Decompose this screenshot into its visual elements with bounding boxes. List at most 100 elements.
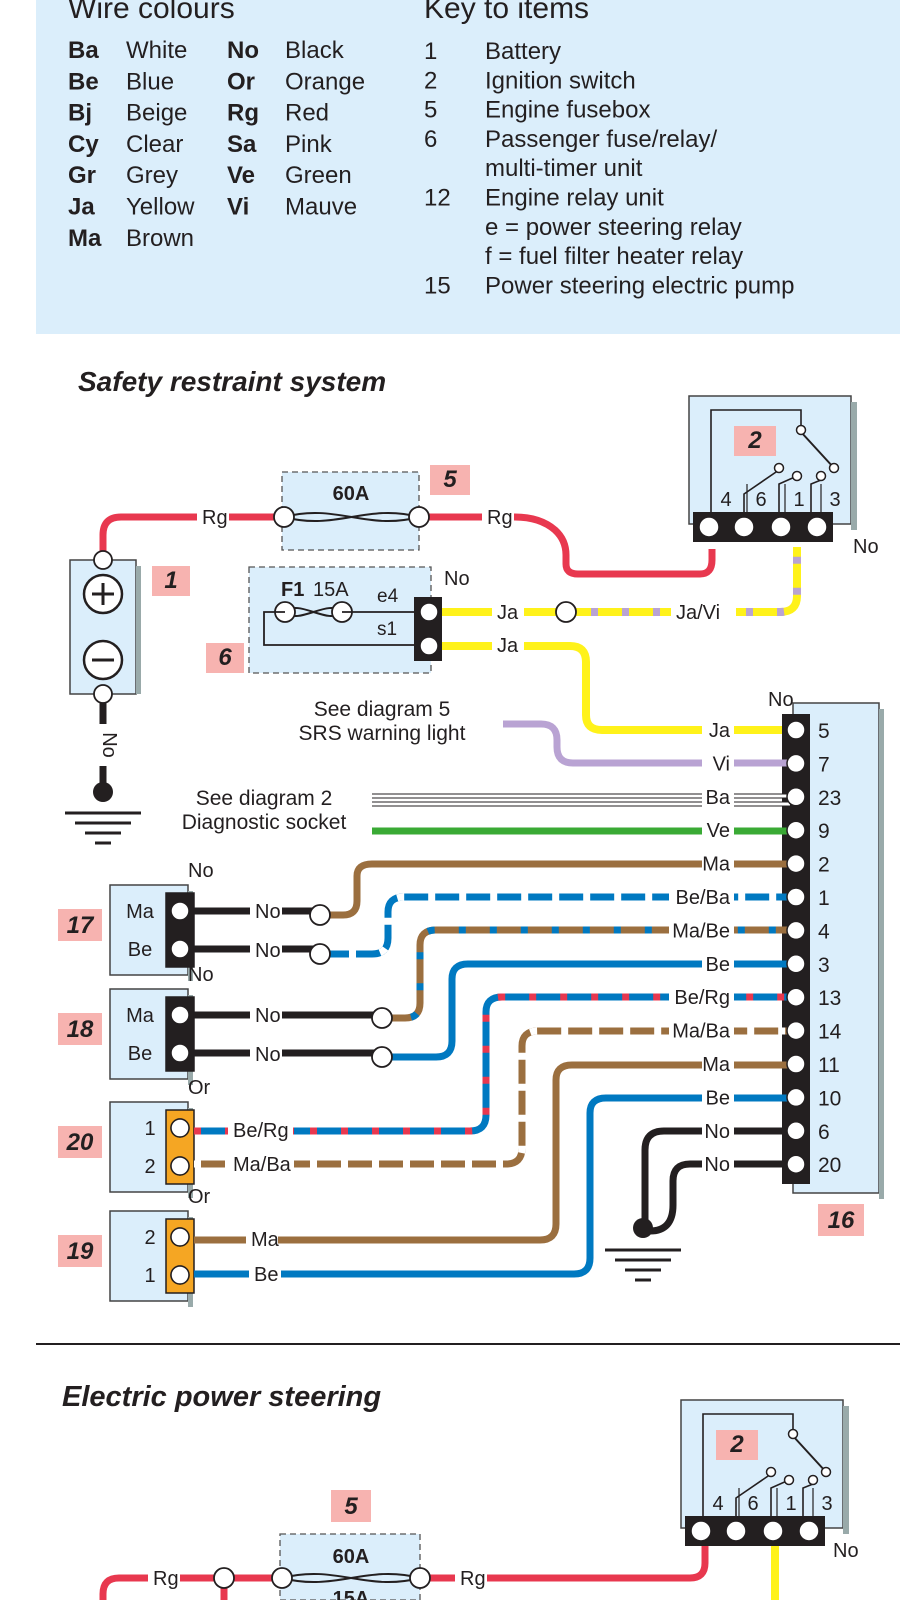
eps-label-2-bg — [716, 1430, 758, 1460]
ecu-terminal-23 — [786, 787, 806, 807]
ecu-terminal-14 — [786, 1020, 806, 1041]
wire-colour-code: Vi — [227, 194, 249, 221]
wire-colour-code: Gr — [68, 162, 96, 189]
ignition-switch-node — [828, 462, 840, 474]
ignition-switch-node — [815, 470, 827, 482]
eps-fuse-5-box — [279, 1533, 421, 1600]
wire-colour-name: Pink — [285, 131, 333, 158]
ecu-wire-label: Ma/Ba — [672, 1021, 731, 1043]
wire-18-be-label-bg — [250, 1044, 282, 1066]
wire-colour-code: Sa — [227, 131, 257, 158]
ecu-pin-23: 23 — [818, 787, 841, 810]
ecu-pin-6: 6 — [818, 1121, 830, 1144]
label-19-bg — [58, 1235, 102, 1267]
splice-17-be — [309, 943, 331, 965]
eps-ignition-switch-int-3 — [770, 1479, 790, 1520]
splice-18-be — [371, 1046, 393, 1068]
wire-19-be-label: Be — [254, 1264, 278, 1286]
eps-ignition-switch-terminal — [762, 1520, 784, 1542]
wire-colour-name: Black — [285, 37, 345, 64]
wire-18-ma-label-bg — [250, 1005, 282, 1027]
ecu-wire-label: Ma — [702, 854, 731, 876]
ignition-switch-int-1 — [710, 409, 802, 516]
vi-wire — [503, 720, 790, 767]
ecu-pin-4: 4 — [818, 920, 830, 943]
ecu-pin-11: 11 — [818, 1054, 840, 1077]
component-terminal — [170, 1005, 190, 1025]
be-ba-wire-stripe — [318, 893, 790, 958]
ecu-terminal-13 — [786, 987, 806, 1007]
switch-no-label: No — [853, 536, 879, 558]
wire-18-be-label: No — [255, 1044, 281, 1066]
ignition-switch-pin-3: 3 — [829, 489, 840, 511]
ecu-16-connector-colour: No — [768, 689, 794, 711]
key-item-number: 1 — [424, 38, 437, 65]
wire-colour-name: Clear — [126, 131, 183, 158]
eps-fuse-5-b — [281, 1572, 421, 1584]
ignition-switch-body — [688, 395, 852, 525]
component-terminal — [170, 939, 190, 959]
eps-ignition-switch-pin-1: 1 — [785, 1493, 796, 1515]
ecu-pin-9: 9 — [818, 820, 830, 843]
ecu-terminal-5 — [786, 720, 806, 740]
ecu-pin-10: 10 — [818, 1087, 841, 1110]
note-diagram5-line2: SRS warning light — [299, 722, 466, 745]
label-17: 17 — [67, 912, 95, 939]
ignition-switch-int-2 — [743, 469, 780, 516]
ja-vi-label-bg — [671, 602, 736, 624]
component-terminal — [170, 1265, 190, 1285]
label-20-bg — [58, 1126, 102, 1158]
fuse-5-b — [283, 511, 420, 523]
key-item-text: Battery — [485, 38, 561, 65]
wire-19-ma-label-bg — [246, 1229, 278, 1251]
ecu-wire-label-bg — [702, 753, 734, 776]
component-connector-colour: Or — [188, 1077, 211, 1099]
ecu-terminal-11 — [786, 1054, 806, 1074]
rg-wire-switch — [426, 513, 716, 578]
key-item-number: 6 — [424, 126, 437, 153]
wire-colour-name: Orange — [285, 68, 365, 95]
eps-ignition-switch-body — [680, 1399, 844, 1529]
key-item-text: Power steering electric pump — [485, 272, 794, 299]
component-connector-colour: No — [188, 964, 214, 986]
eps-ignition-switch-node — [787, 1428, 799, 1440]
ecu-terminal-9 — [786, 820, 806, 840]
wire-colour-code: No — [227, 37, 259, 64]
ja-label-2-bg — [492, 635, 524, 657]
fuse-5-pin-l — [273, 506, 295, 528]
no-wire-pin20 — [645, 1160, 790, 1235]
ecu-wire-label-bg — [702, 1154, 734, 1177]
key-item-text: e = power steering relay — [485, 214, 742, 241]
key-item-text: Ignition switch — [485, 67, 636, 94]
wire-colour-code: Be — [68, 68, 99, 95]
ja-label-1-bg — [492, 602, 524, 624]
key-item-number: 15 — [424, 272, 451, 299]
eps-ignition-switch-shadow — [843, 1406, 849, 1534]
unit-6-terminal-e4 — [419, 602, 439, 622]
no-wire-pin6 — [641, 1127, 790, 1231]
rg-label-2-bg — [482, 507, 514, 529]
label-5-bg — [430, 465, 470, 495]
ecu-terminal-1 — [786, 887, 806, 907]
ecu-wire-label: Be/Rg — [674, 987, 730, 1009]
eps-ignition-switch-int-2 — [735, 1473, 772, 1520]
ignition-switch-terminal — [770, 516, 792, 538]
label-1: 1 — [164, 567, 177, 594]
ja-wire-s1 — [442, 642, 790, 734]
ecu-terminal-2 — [786, 853, 806, 874]
ecu-wire-label: Be — [706, 954, 730, 976]
eps-rg-label-2-bg — [455, 1568, 487, 1590]
ecu-pin-7: 7 — [818, 753, 830, 776]
ecu-wire-label-bg — [702, 853, 734, 876]
ecu-wire-label-bg — [669, 987, 734, 1010]
component-connector-colour: No — [188, 860, 214, 882]
key-item-text: Engine fusebox — [485, 97, 650, 124]
label-5: 5 — [443, 466, 457, 493]
component-terminal — [170, 1118, 190, 1138]
wire-colour-code: Ve — [227, 162, 255, 189]
component-terminal — [170, 1043, 190, 1063]
wire-17-ma-label-bg — [250, 901, 282, 923]
ignition-switch-int-4 — [810, 479, 822, 516]
wire-colour-code: Rg — [227, 100, 259, 127]
key-item-number: 5 — [424, 97, 437, 124]
